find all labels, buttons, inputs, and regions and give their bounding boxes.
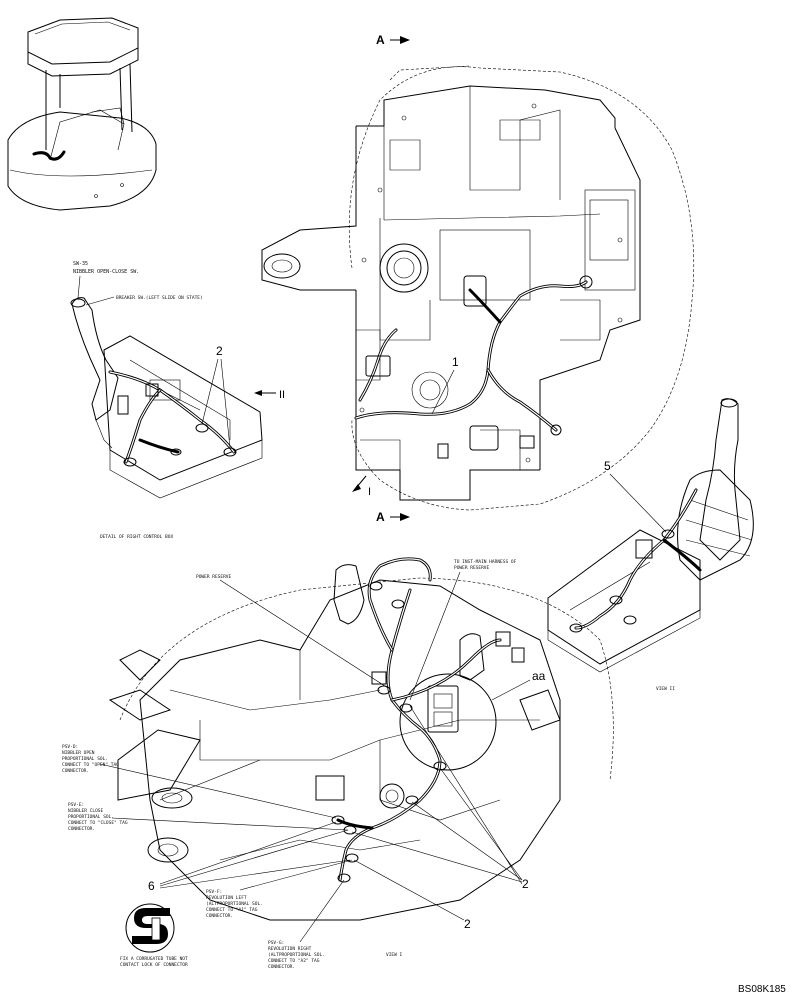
svg-text:A: A — [376, 33, 385, 47]
svg-text:2: 2 — [216, 344, 223, 358]
svg-text:A: A — [376, 510, 385, 524]
svg-text:2: 2 — [522, 877, 529, 891]
psv-g-label: PSV-G: REVOLUTION RIGHT (ALTPROPORTIONAL… — [268, 879, 345, 970]
machine-overview-illustration — [7, 17, 157, 211]
psv-e-label: PSV-E: NIBBLER CLOSE PROPORTIONAL SOL. C… — [68, 802, 349, 832]
svg-text:6: 6 — [148, 879, 155, 893]
view-ii-caption: VIEW II — [656, 686, 675, 692]
svg-text:SW-35: SW-35 — [73, 261, 88, 267]
svg-text:CONNECTOR.: CONNECTOR. — [62, 768, 89, 774]
svg-text:2: 2 — [464, 917, 471, 931]
corrugated-tube-icon — [125, 903, 175, 953]
to-inst-main-label: TO INST-MAIN HARNESS OF POWER RESERVE — [409, 559, 517, 701]
svg-text:CONNECT TO "CLOSE" TAG: CONNECT TO "CLOSE" TAG — [68, 820, 128, 826]
svg-text:PROPORTIONAL SOL.: PROPORTIONAL SOL. — [62, 756, 108, 762]
section-mark-a-top: A — [376, 33, 410, 47]
view-arrow-i: I — [352, 475, 371, 498]
svg-text:PSV-D:: PSV-D: — [62, 744, 78, 750]
svg-text:PSV-E:: PSV-E: — [68, 802, 84, 808]
svg-text:NIBBLER OPEN: NIBBLER OPEN — [62, 750, 95, 756]
svg-text:REVOLUTION LEFT: REVOLUTION LEFT — [206, 895, 247, 901]
svg-text:BREAKER SW.(LEFT SLIDE ON STAT: BREAKER SW.(LEFT SLIDE ON STATE) — [116, 295, 203, 301]
section-mark-a-bottom: A — [376, 510, 410, 524]
svg-text:CONNECT TO "A2" TAG: CONNECT TO "A2" TAG — [268, 958, 320, 964]
svg-text:CONTACT LOCK OF CONNECTOR: CONTACT LOCK OF CONNECTOR — [120, 962, 188, 968]
view-arrow-ii: II — [254, 389, 285, 401]
svg-text:(ALTPROPORTIONAL SOL.: (ALTPROPORTIONAL SOL. — [268, 952, 325, 958]
svg-text:CONNECTOR.: CONNECTOR. — [268, 964, 295, 970]
svg-text:II: II — [279, 389, 285, 401]
callout-aa: aa — [491, 669, 546, 701]
svg-text:PROPORTIONAL SOL.: PROPORTIONAL SOL. — [68, 814, 114, 820]
svg-text:REVOLUTION RIGHT: REVOLUTION RIGHT — [268, 946, 312, 952]
svg-text:I: I — [368, 486, 371, 498]
callout-6: 6 — [148, 821, 351, 893]
svg-text:CONNECT TO "A1" TAG: CONNECT TO "A1" TAG — [206, 907, 258, 913]
svg-text:CONNECT TO "OPEN" TAG: CONNECT TO "OPEN" TAG — [62, 762, 119, 768]
svg-text:FIX A CORRUGATED TUBE NOT: FIX A CORRUGATED TUBE NOT — [120, 956, 188, 962]
svg-text:NIBBLER CLOSE: NIBBLER CLOSE — [68, 808, 104, 814]
joystick-view-ii — [547, 398, 754, 673]
lower-frame-view — [108, 557, 614, 921]
svg-text:POWER RESERVE: POWER RESERVE — [196, 574, 232, 580]
svg-text:POWER RESERVE: POWER RESERVE — [454, 565, 490, 571]
corrugated-tube-note: FIX A CORRUGATED TUBE NOT CONTACT LOCK O… — [120, 956, 188, 968]
upper-frame-view — [261, 65, 695, 511]
svg-text:CONNECTOR.: CONNECTOR. — [206, 913, 233, 919]
sw35-label: SW-35 NIBBLER OPEN-CLOSE SW. — [73, 261, 139, 299]
right-control-box-detail — [70, 297, 263, 499]
svg-text:PSV-F:: PSV-F: — [206, 889, 222, 895]
power-reserve-label: POWER RESERVE — [196, 574, 389, 689]
svg-text:(ALTPROPORTIONAL SOL.: (ALTPROPORTIONAL SOL. — [206, 901, 263, 907]
svg-text:aa: aa — [532, 669, 546, 683]
svg-text:CONNECTOR.: CONNECTOR. — [68, 826, 95, 832]
svg-text:1: 1 — [452, 355, 459, 369]
callout-1: 1 — [431, 355, 459, 415]
svg-text:PSV-G:: PSV-G: — [268, 940, 284, 946]
callout-2-right: 2 — [351, 705, 529, 891]
svg-text:NIBBLER OPEN-CLOSE SW.: NIBBLER OPEN-CLOSE SW. — [73, 269, 139, 275]
psv-d-label: PSV-D: NIBBLER OPEN PROPORTIONAL SOL. CO… — [62, 744, 337, 819]
svg-text:TO INST-MAIN HARNESS OF: TO INST-MAIN HARNESS OF — [454, 559, 517, 565]
psv-f-label: PSV-F: REVOLUTION LEFT (ALTPROPORTIONAL … — [206, 859, 353, 919]
svg-text:5: 5 — [604, 459, 611, 473]
breaker-sw-label: BREAKER SW.(LEFT SLIDE ON STATE) — [85, 295, 203, 306]
callout-5: 5 — [604, 459, 667, 533]
view-i-caption: VIEW I — [386, 952, 403, 958]
callout-2-bottom: 2 — [353, 859, 471, 931]
callout-2-left: 2 — [201, 344, 231, 449]
drawing-id: BS08K185 — [738, 984, 786, 995]
right-control-box-caption: DETAIL OF RIGHT CONTROL BOX — [100, 534, 173, 540]
